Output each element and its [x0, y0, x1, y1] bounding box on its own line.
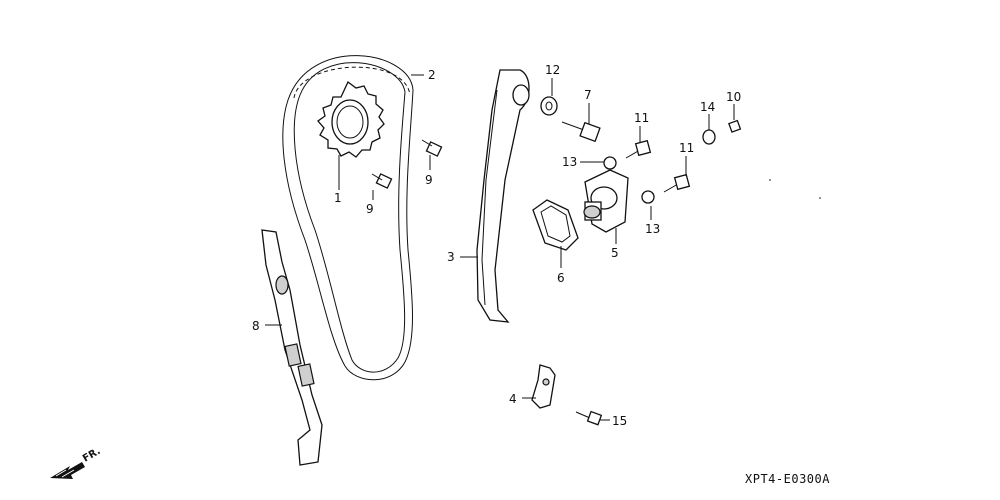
washer-13a — [603, 156, 617, 170]
front-direction-arrow: FR. — [50, 446, 103, 479]
bolt-15 — [575, 410, 603, 426]
callout-10: 10 — [726, 90, 741, 104]
callout-9-upper: 9 — [425, 173, 433, 187]
callout-3: 3 — [447, 250, 455, 264]
cam-chain — [282, 55, 414, 381]
callout-2: 2 — [428, 68, 436, 82]
callout-11-lower: 11 — [679, 141, 694, 155]
bolt-9a — [371, 173, 393, 189]
bolt-11a — [625, 139, 652, 159]
cam-sprocket — [317, 80, 385, 158]
callout-14: 14 — [700, 100, 715, 114]
callout-8: 8 — [252, 319, 260, 333]
callout-15: 15 — [612, 414, 627, 428]
catalog-code: XPT4-E0300A — [745, 472, 830, 486]
bolt-11b — [663, 173, 691, 193]
arrow-hatching — [55, 469, 75, 478]
chain-guide — [261, 229, 323, 466]
bolt-7 — [561, 121, 601, 143]
callout-11-upper: 11 — [634, 111, 649, 125]
leader-lines — [265, 74, 735, 421]
stray-marks — [769, 179, 821, 199]
fr-label: FR. — [81, 446, 103, 465]
callout-6: 6 — [557, 271, 565, 285]
callout-5: 5 — [611, 246, 619, 260]
callout-7: 7 — [584, 88, 592, 102]
callout-13-lower: 13 — [645, 222, 660, 236]
callouts: 1 2 3 4 5 6 7 8 9 9 10 11 11 12 13 13 14… — [252, 63, 741, 428]
bolt-10 — [728, 119, 742, 133]
bracket — [531, 364, 556, 409]
washer-13b — [641, 190, 655, 204]
gasket — [532, 199, 579, 251]
washer-12 — [540, 96, 558, 116]
callout-9-lower: 9 — [366, 202, 374, 216]
callout-12: 12 — [545, 63, 560, 77]
chain-tensioner-slipper — [476, 69, 530, 323]
bolt-9b — [421, 139, 443, 157]
washer-14 — [702, 129, 716, 145]
callout-1: 1 — [334, 191, 342, 205]
tensioner-lifter — [583, 169, 629, 233]
callout-13-upper: 13 — [562, 155, 577, 169]
callout-4: 4 — [509, 392, 517, 406]
